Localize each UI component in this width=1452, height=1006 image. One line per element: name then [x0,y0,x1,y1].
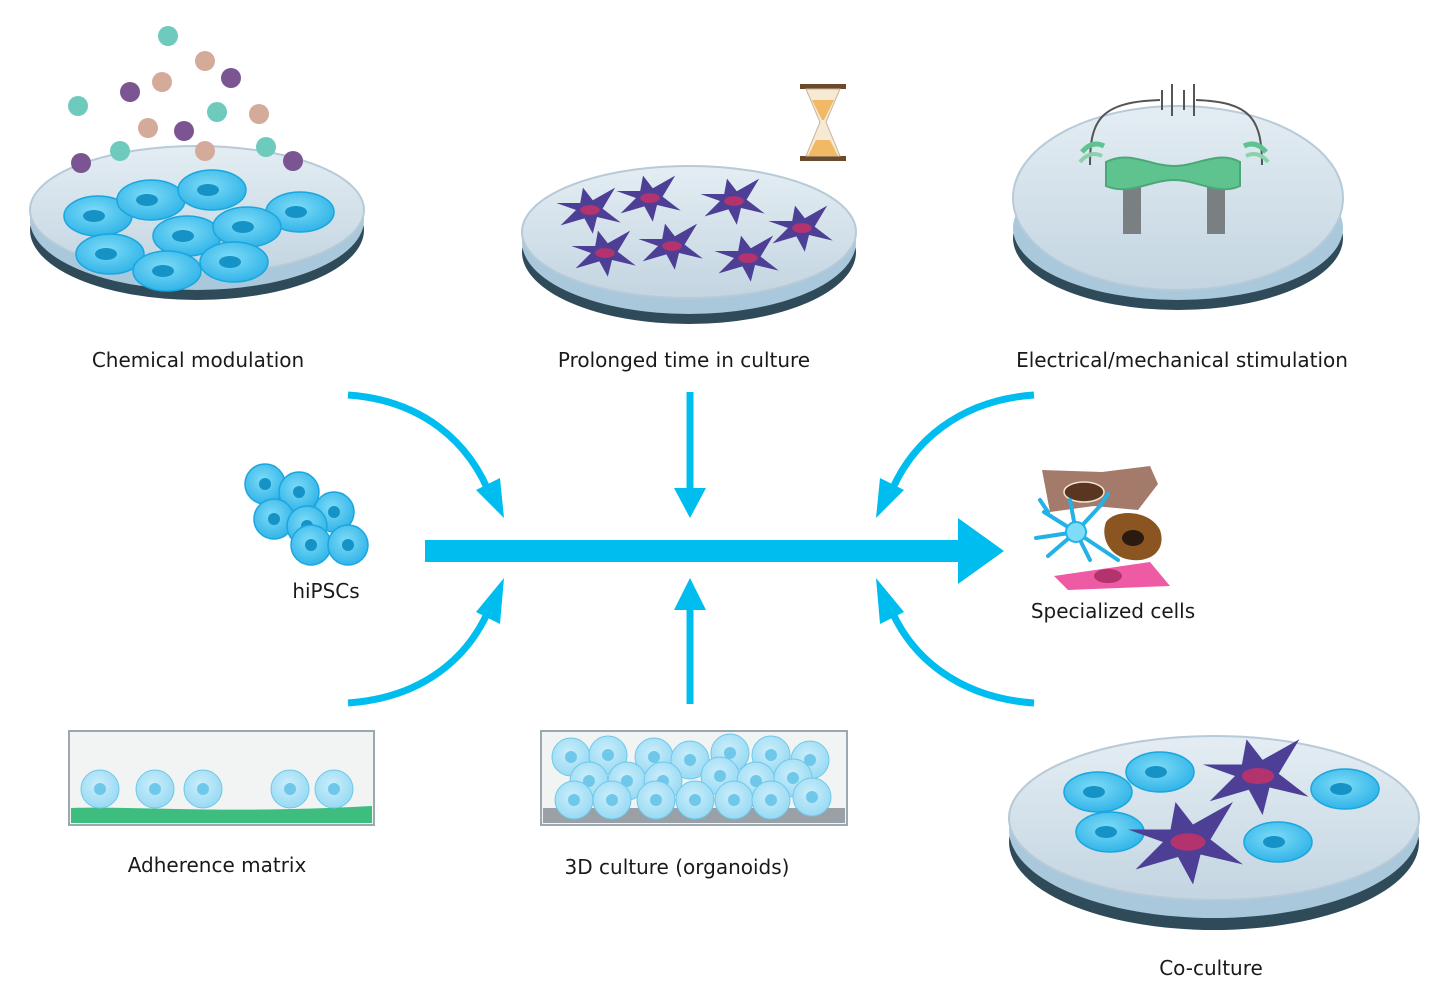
label-chemical-modulation: Chemical modulation [91,348,305,372]
label-3d-culture: 3D culture (organoids) [564,855,790,879]
prolonged-culture-dish [521,84,857,324]
stimulation-dish [1012,84,1344,310]
arrowhead-chemical [476,478,504,518]
tissue-strip [1078,141,1270,191]
label-hipscs: hiPSCs [292,579,360,603]
arrow-chemical [347,391,496,502]
chemical-modulation-dish [29,26,365,300]
specialized-cells-icon [1034,466,1170,590]
label-coculture: Co-culture [1159,956,1263,980]
arrowhead-adherence [476,578,504,624]
main-arrow [425,518,1004,584]
arrows [347,391,1035,707]
arrow-coculture [884,600,1035,707]
adherence-matrix-panel [68,730,375,826]
arrow-electrical [884,391,1035,502]
arrowhead-electrical [876,478,904,518]
coculture-dish [1008,735,1420,930]
arrowhead-prolonged [674,488,706,518]
organoid-culture-panel [540,730,848,826]
hipsc-cluster-icon [244,463,369,566]
arrowhead-3d [674,578,706,610]
arrow-adherence [347,600,496,707]
arrowheads [476,478,904,624]
hourglass-icon [800,84,846,161]
chemical-molecules [68,26,303,173]
electrode-posts [1123,184,1225,234]
arrowhead-coculture [876,578,904,624]
label-specialized-cells: Specialized cells [1030,599,1196,623]
label-adherence-matrix: Adherence matrix [127,853,307,877]
label-electrical-stimulation: Electrical/mechanical stimulation [1016,348,1348,372]
label-prolonged-time: Prolonged time in culture [557,348,811,372]
